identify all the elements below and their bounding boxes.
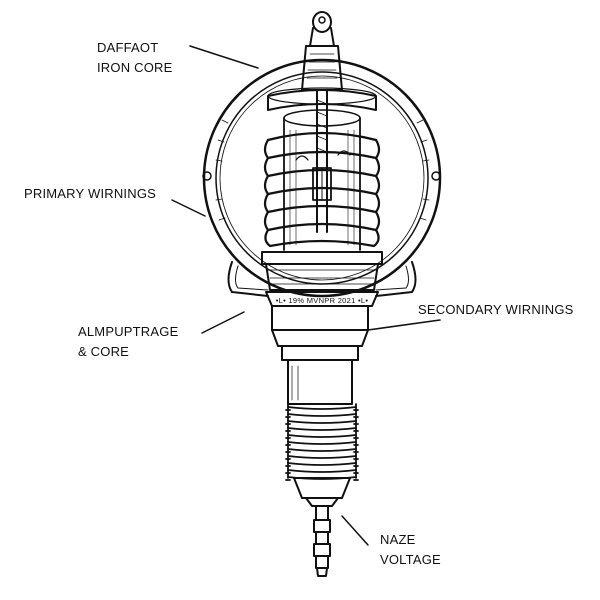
thread-ridge bbox=[285, 434, 359, 439]
cross-plate bbox=[267, 87, 377, 111]
rivet-right bbox=[431, 171, 441, 181]
leader-secondary bbox=[367, 319, 441, 331]
thread-ridge bbox=[285, 406, 359, 411]
thread-ridge bbox=[285, 462, 359, 467]
leader-amplitude bbox=[201, 311, 245, 334]
thread-ridge bbox=[285, 448, 359, 453]
label-amplitude-core: ALMPUPTRAGE & CORE bbox=[78, 322, 178, 362]
label-amplitude-line1: ALMPUPTRAGE bbox=[78, 324, 179, 339]
central-rod bbox=[312, 89, 332, 233]
top-terminal bbox=[301, 11, 343, 91]
thread-ridge bbox=[285, 413, 359, 418]
label-voltage-line2: VOLTAGE bbox=[380, 552, 441, 567]
thread-ridge bbox=[285, 420, 359, 425]
label-voltage: NAZE VOLTAGE bbox=[380, 530, 441, 570]
thread-ridge bbox=[285, 427, 359, 432]
rivet-left bbox=[202, 171, 212, 181]
body-sleeve bbox=[271, 305, 369, 405]
label-iron-core-line1: DAFFAOT bbox=[97, 40, 159, 55]
thread-ridge bbox=[285, 441, 359, 446]
primary-coil bbox=[263, 131, 381, 248]
engraved-band bbox=[265, 291, 379, 307]
leader-voltage bbox=[341, 515, 369, 546]
label-secondary-windings: SECONDARY WIRNINGS bbox=[418, 300, 574, 320]
label-voltage-line1: NAZE bbox=[380, 532, 416, 547]
leader-lines bbox=[171, 45, 441, 546]
base-flange bbox=[261, 251, 383, 291]
leader-primary bbox=[171, 199, 206, 217]
label-primary-windings-text: PRIMARY WIRNINGS bbox=[24, 186, 157, 201]
ribbed-section bbox=[285, 403, 359, 481]
housing-ring bbox=[202, 58, 442, 298]
thread-ridge bbox=[285, 469, 359, 474]
mounting-bracket bbox=[227, 261, 417, 297]
leader-iron-core bbox=[189, 45, 259, 69]
label-iron-core-line2: IRON CORE bbox=[97, 60, 173, 75]
band-engraving: •L• 19% MVNPR 2021 •L• bbox=[276, 296, 369, 305]
thread-ridge bbox=[285, 455, 359, 460]
label-iron-core: DAFFAOT IRON CORE bbox=[97, 38, 172, 78]
label-secondary-windings-text: SECONDARY WIRNINGS bbox=[418, 302, 574, 317]
tapered-nose bbox=[293, 477, 351, 507]
label-amplitude-line2: & CORE bbox=[78, 344, 130, 359]
label-primary-windings: PRIMARY WIRNINGS bbox=[24, 184, 156, 204]
output-terminal bbox=[313, 505, 331, 577]
